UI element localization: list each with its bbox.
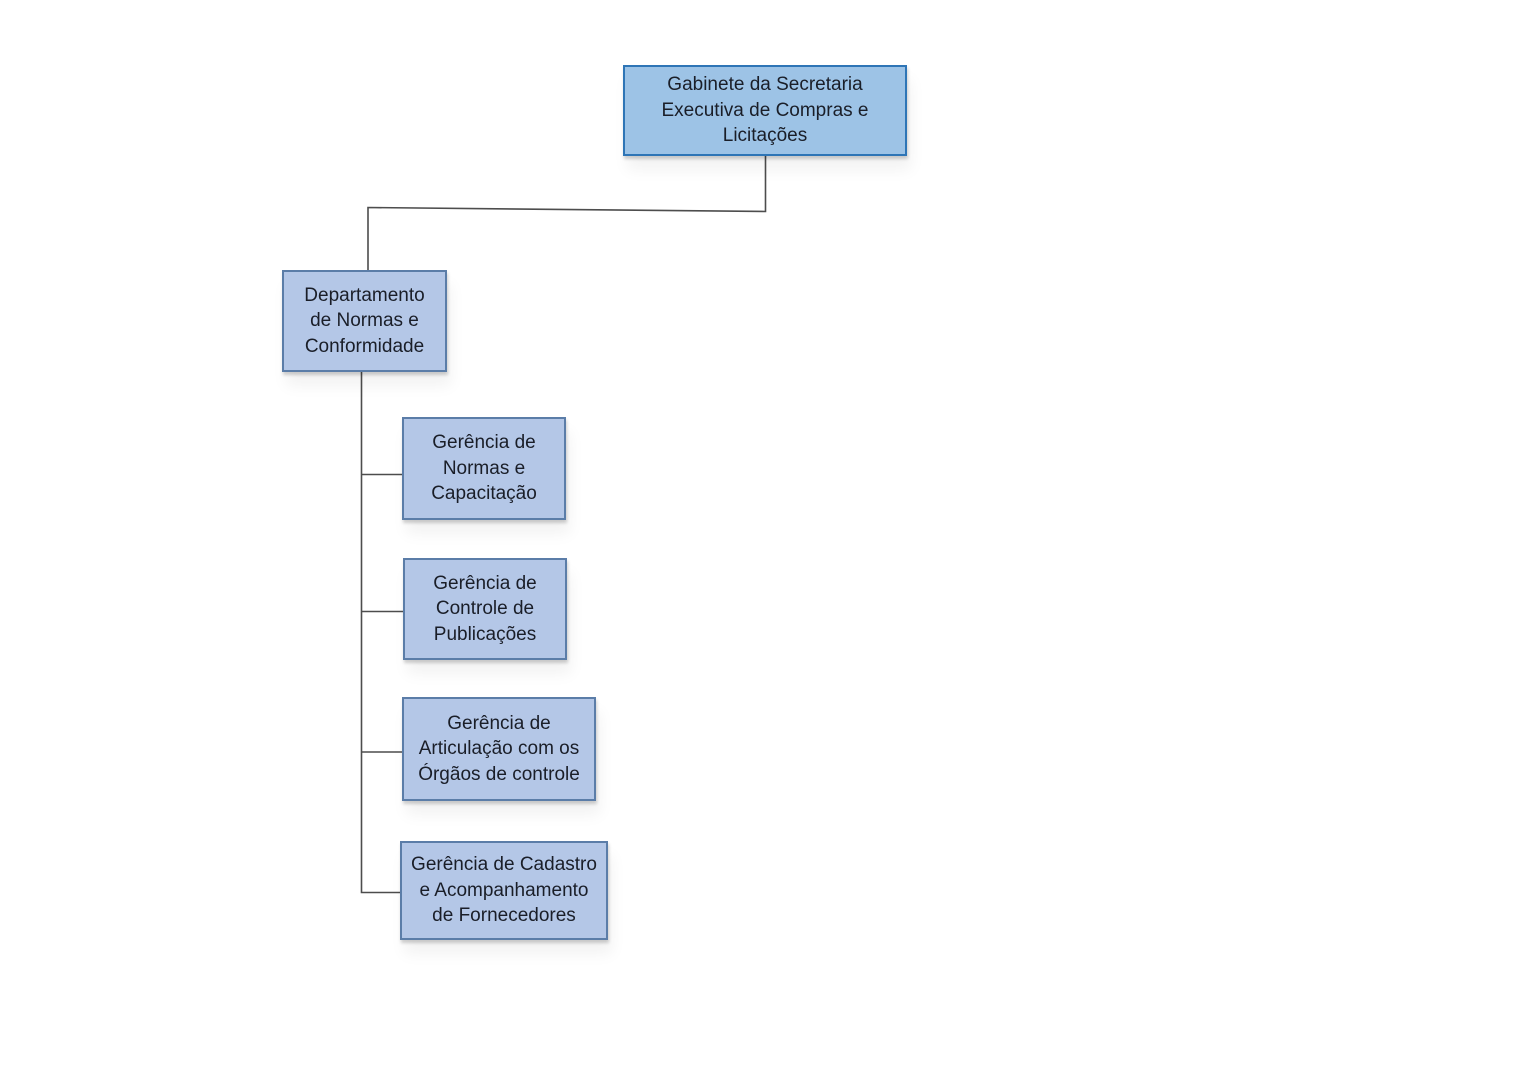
- org-node-label: Gabinete da Secretaria Executiva de Comp…: [661, 74, 869, 147]
- connector-root-to-department: [367, 156, 767, 270]
- org-node-label: Gerência de Normas e Capacitação: [431, 432, 537, 505]
- org-node-gerencia-normas-capacitacao: Gerência de Normas e Capacitação: [402, 417, 566, 520]
- org-node-gabinete-secretaria-executiva: Gabinete da Secretaria Executiva de Comp…: [623, 65, 907, 156]
- org-node-gerencia-cadastro-fornecedores: Gerência de Cadastro e Acompanhamento de…: [400, 841, 608, 940]
- org-node-label: Gerência de Articulação com os Órgãos de…: [418, 712, 580, 785]
- org-node-label: Gerência de Cadastro e Acompanhamento de…: [411, 854, 597, 927]
- org-node-label: Departamento de Normas e Conformidade: [304, 284, 425, 357]
- connector-department-trunk: [360, 371, 400, 894]
- org-node-label: Gerência de Controle de Publicações: [433, 572, 537, 645]
- org-node-departamento-normas-conformidade: Departamento de Normas e Conformidade: [282, 270, 447, 372]
- org-node-gerencia-controle-publicacoes: Gerência de Controle de Publicações: [403, 558, 567, 660]
- org-node-gerencia-articulacao-orgaos-controle: Gerência de Articulação com os Órgãos de…: [402, 697, 596, 801]
